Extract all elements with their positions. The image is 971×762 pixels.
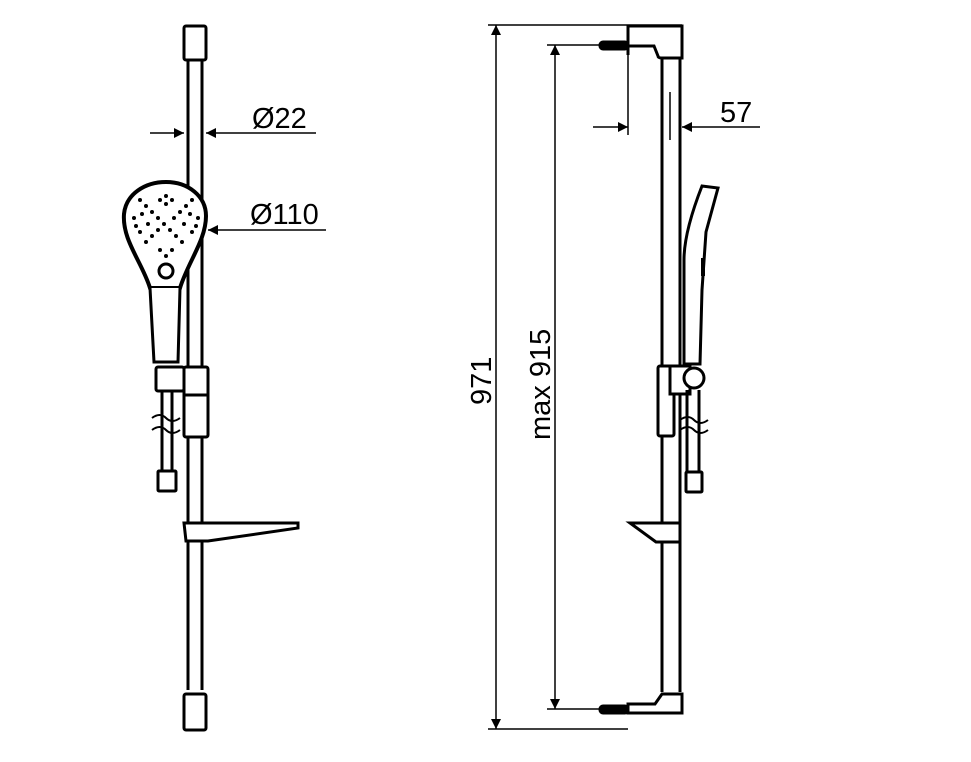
hose-connector xyxy=(156,469,178,493)
hanging-loop xyxy=(157,262,175,280)
hose-break-mark xyxy=(151,414,181,434)
side-dimensions xyxy=(488,24,760,730)
wall-projection-label: 57 xyxy=(720,97,752,129)
top-wall-bracket xyxy=(626,24,684,60)
head-diameter-label: Ø110 xyxy=(250,199,319,231)
top-screw xyxy=(598,40,630,51)
rail-bottom-cap xyxy=(182,692,208,732)
total-height-label: 971 xyxy=(466,357,498,405)
side-soap-dish xyxy=(625,521,682,544)
side-view xyxy=(598,24,720,715)
side-hose-break xyxy=(679,416,709,434)
rail-diameter-label: Ø22 xyxy=(252,103,307,135)
front-dimensions xyxy=(150,128,326,235)
bracket-spacing-label: max 915 xyxy=(525,329,557,440)
soap-dish xyxy=(182,521,300,543)
front-view xyxy=(121,24,300,732)
bottom-screw xyxy=(598,704,630,715)
nozzle-pattern xyxy=(132,194,200,258)
shower-head xyxy=(121,179,209,364)
side-hose-connector xyxy=(684,470,704,494)
hand-shower-holder xyxy=(154,365,186,393)
hose-ring xyxy=(682,366,706,390)
rail-top-cap xyxy=(182,24,208,62)
slider-holder xyxy=(182,365,210,439)
bottom-wall-bracket xyxy=(626,692,684,715)
